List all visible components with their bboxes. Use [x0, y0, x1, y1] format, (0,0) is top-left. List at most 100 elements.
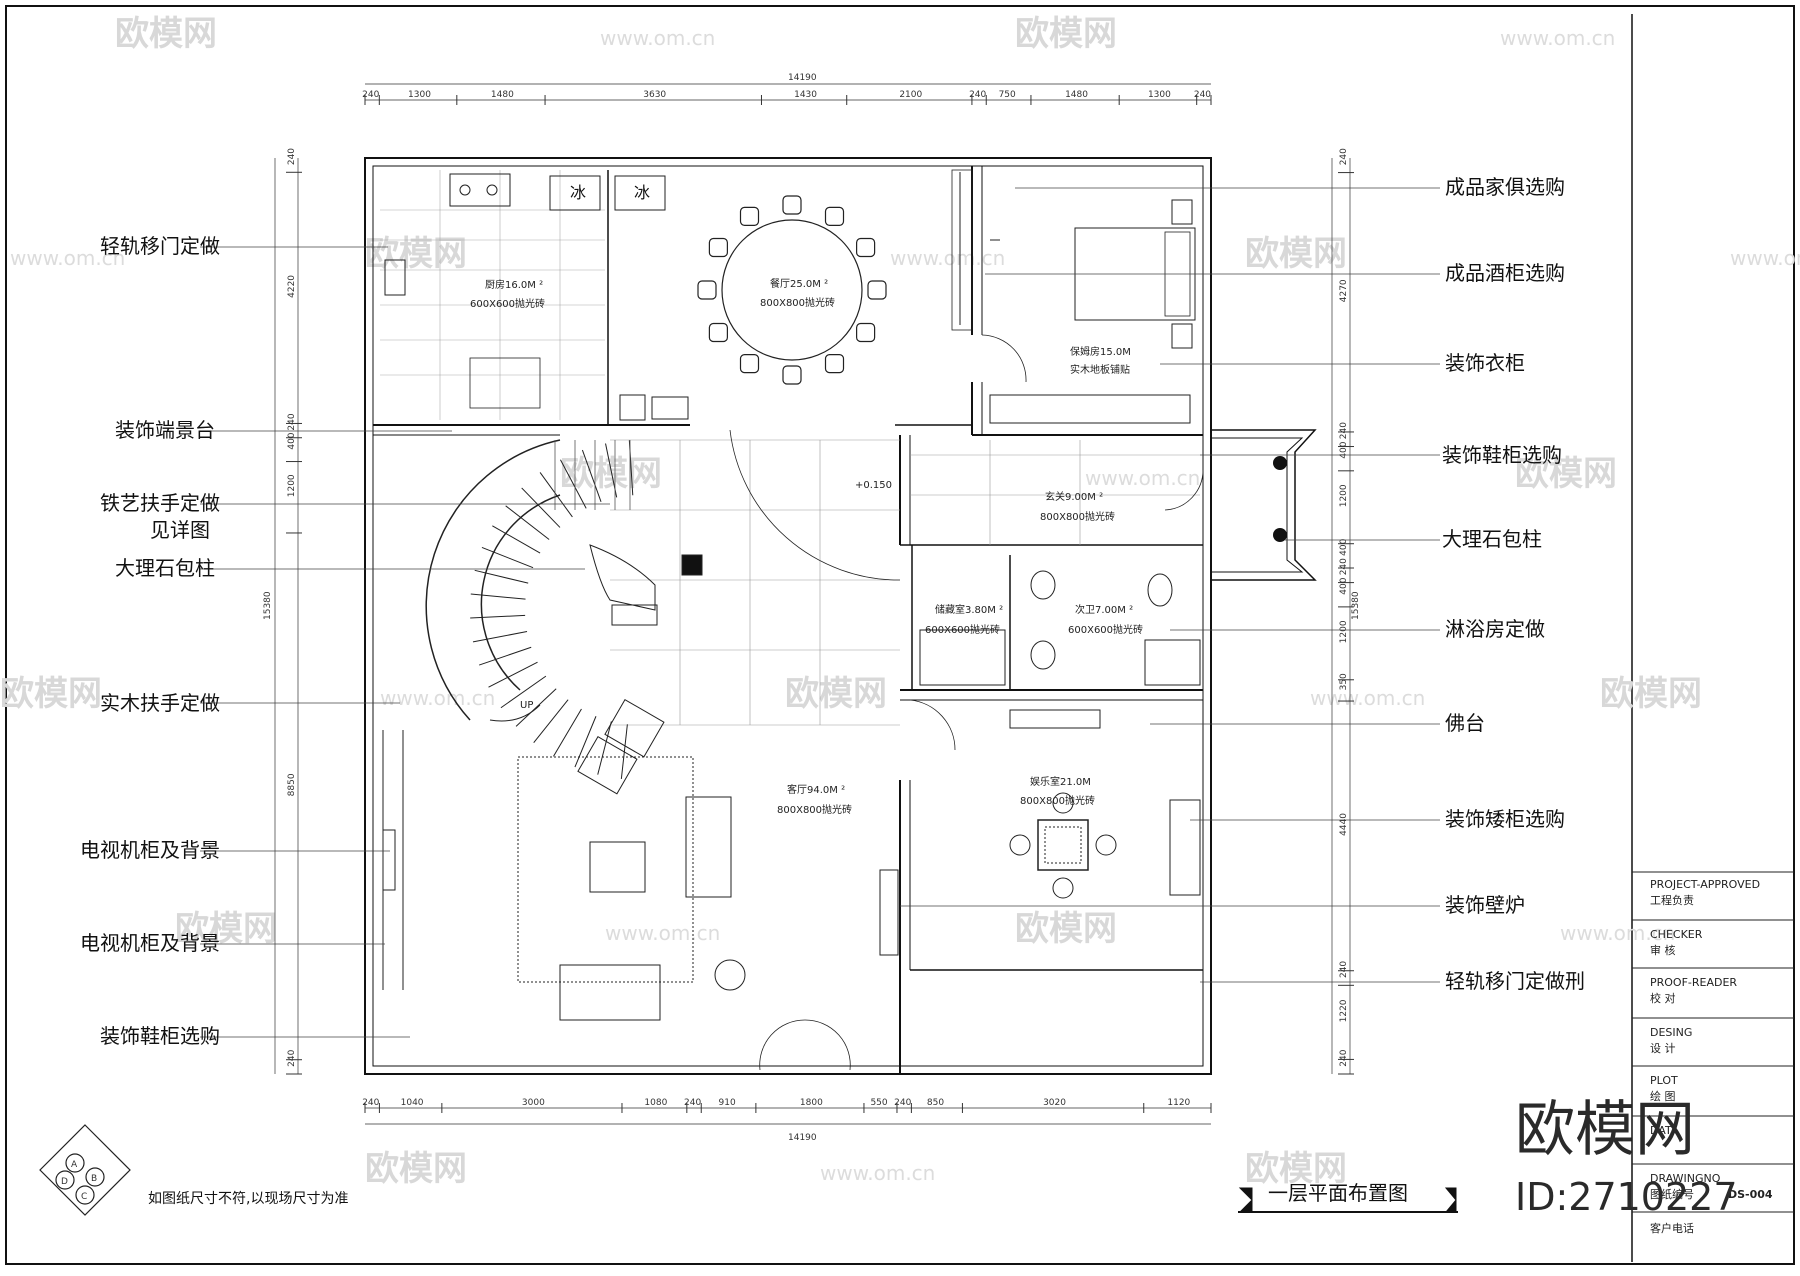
dim-label: 1480 [491, 90, 514, 100]
dim-label: 1120 [1167, 1098, 1190, 1108]
dining-chair [782, 195, 802, 215]
dim-label: 1800 [800, 1098, 823, 1108]
living-sofa-group [382, 698, 746, 1021]
room-hall-name: 玄关9.00M ² [1045, 490, 1103, 503]
fridge-label-2: 冰 [634, 183, 650, 202]
dim-label: 400 [1339, 441, 1349, 458]
dim-label: 3630 [643, 90, 666, 100]
watermark-url: www.om.cn [890, 246, 1005, 270]
brand-watermark-large: 欧模网 [1515, 1095, 1695, 1165]
legend-a: A [71, 1160, 78, 1170]
tb-drawingno-value: DS-004 [1728, 1188, 1773, 1201]
room-living-name: 客厅94.0M ² [787, 783, 845, 796]
room-kitchen-name: 厨房16.0M ² [485, 278, 543, 291]
stair-tread [481, 546, 534, 569]
dim-label: 240 [1339, 961, 1349, 978]
label-sliding-door-right: 轻轨移门定做刑 [1445, 969, 1585, 993]
watermark-url: www.om.cn [380, 686, 495, 710]
dining-chair [824, 354, 845, 374]
dim-label: 4220 [287, 275, 297, 298]
watermark-url: www.om.cn [1560, 921, 1675, 945]
watermark-url: www.om.cn [1500, 26, 1615, 50]
label-see-detail: 见详图 [150, 518, 210, 542]
label-tv-cabinet-2: 电视机柜及背景 [80, 931, 220, 955]
dim-label: 1480 [1065, 90, 1088, 100]
dim-label: 1200 [1339, 484, 1349, 507]
stair-tread [533, 699, 569, 743]
dim-label: 3020 [1043, 1098, 1066, 1108]
dim-label: 350 [1339, 673, 1349, 690]
stair-tread [470, 593, 526, 600]
stair-tread [500, 675, 547, 709]
label-shoe-cabinet-right: 装饰鞋柜选购 [1442, 443, 1562, 467]
room-dining-name: 餐厅25.0M ² [770, 277, 828, 290]
watermark-brand: 欧模网 [365, 1149, 467, 1189]
watermark-url: www.om.cn [1730, 246, 1800, 270]
rec-room-furniture [879, 709, 1201, 956]
kitchen-tile-grid [380, 170, 605, 420]
dim-label: 240 [684, 1098, 701, 1108]
watermark-brand: 欧模网 [1515, 454, 1617, 494]
dining-chair [739, 206, 760, 226]
marble-column [1273, 456, 1287, 470]
dim-label: 3000 [522, 1098, 545, 1108]
tb-date-en: DAT [1650, 1124, 1672, 1137]
label-console: 装饰端景台 [115, 418, 215, 442]
stair-tread [505, 505, 550, 540]
stair-tread [553, 708, 582, 757]
watermark-url: www.om.cn [605, 921, 720, 945]
dim-label: 1040 [401, 1098, 424, 1108]
watermark-brand: 欧模网 [1015, 14, 1117, 54]
label-shower: 淋浴房定做 [1445, 617, 1545, 641]
dim-label: 240 [894, 1098, 911, 1108]
tb-plot-cn: 绘 图 [1650, 1089, 1676, 1103]
label-iron-rail: 铁艺扶手定做 [100, 491, 220, 515]
top-total-dim: 14190 [788, 73, 817, 83]
watermark-url: www.om.cn [1085, 466, 1200, 490]
dim-label: 240 [287, 1049, 297, 1066]
dim-label: 240 [969, 90, 986, 100]
title-block-lines [1632, 871, 1794, 1213]
stair-tread [597, 721, 612, 775]
dim-label: 8850 [287, 773, 297, 796]
room-kitchen-floor: 600X600抛光砖 [470, 297, 545, 310]
leader-lines [200, 187, 1440, 1038]
tb-design-cn: 设 计 [1650, 1042, 1676, 1055]
tb-design-en: DESING [1650, 1026, 1692, 1039]
stair-up-mark: UP [520, 700, 533, 711]
brand-watermark-id: ID:2710227 [1515, 1175, 1738, 1219]
dim-label: 4440 [1339, 813, 1349, 836]
watermark-brand: 欧模网 [560, 454, 662, 494]
dim-label: 400 [287, 432, 297, 449]
room-bedroom-name: 保姆房15.0M [1070, 345, 1131, 358]
dim-label: 1200 [1339, 620, 1349, 643]
dim-label: 1300 [1148, 90, 1171, 100]
dining-chair [697, 280, 717, 300]
dim-label: 4270 [1339, 279, 1349, 302]
right-total-dim: 15380 [1351, 591, 1361, 620]
watermark-url: www.om.cn [820, 1161, 935, 1185]
watermark-url: www.om.cn [10, 246, 125, 270]
dim-label: 550 [870, 1098, 887, 1108]
dimension-ticks [286, 95, 1354, 1113]
watermark-url: www.om.cn [1310, 686, 1425, 710]
stair-tread [479, 646, 532, 666]
tb-drawingno-cn: 图纸编号 [1650, 1187, 1694, 1201]
bottom-total-dim: 14190 [788, 1133, 817, 1143]
stair-tread [521, 487, 561, 528]
watermark-url: www.om.cn [600, 26, 715, 50]
watermark-brand: 欧模网 [1015, 909, 1117, 949]
label-wine-cabinet: 成品酒柜选购 [1445, 261, 1565, 285]
dim-label: 400 [1339, 538, 1349, 555]
dining-chair [856, 322, 876, 343]
room-bedroom-floor: 实木地板铺贴 [1070, 363, 1130, 376]
doors [729, 334, 1204, 1071]
watermark-brand: 欧模网 [1245, 1149, 1347, 1189]
watermark-layer: 欧模网欧模网欧模网欧模网欧模网欧模网欧模网欧模网欧模网欧模网欧模网欧模网欧模网w… [0, 14, 1800, 1189]
right-dim-labels: 2404270240400120040024040012003504440240… [1339, 148, 1349, 1067]
tb-drawingno-en: DRAWINGNO [1650, 1172, 1721, 1185]
stair-tread [560, 459, 587, 509]
